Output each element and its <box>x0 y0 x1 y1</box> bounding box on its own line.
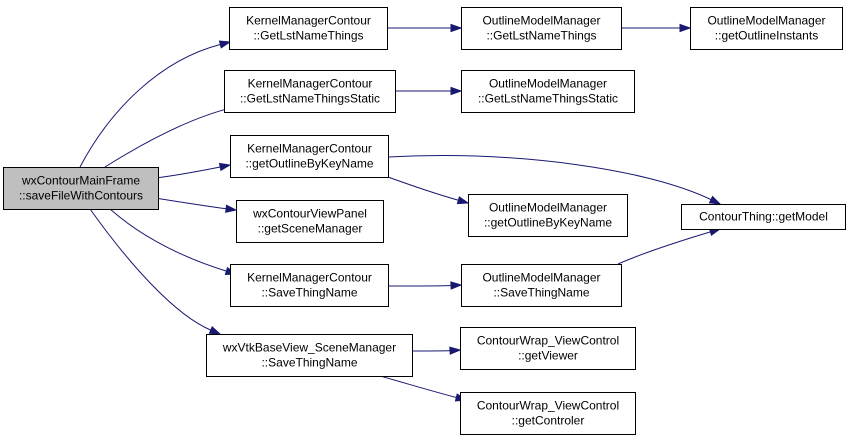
node-box <box>460 392 636 435</box>
node-label: wxContourViewPanel <box>252 207 367 221</box>
node-label: ContourWrap_ViewControl <box>477 334 619 348</box>
edge-omm_getlst-to-omm_getinst <box>621 23 692 33</box>
node-label: ContourWrap_ViewControl <box>477 399 619 413</box>
edge-line <box>79 44 221 168</box>
arrowhead <box>456 196 470 205</box>
arrowhead <box>679 23 692 33</box>
node-omm_getinst[interactable]: OutlineModelManager::getOutlineInstants <box>690 7 843 50</box>
node-box <box>230 264 389 307</box>
edge-line <box>154 197 227 210</box>
node-label: ::GetLstNameThings <box>253 29 363 43</box>
edge-root-to-kmc_getlst <box>79 40 232 168</box>
edge-root-to-wcvp_getscene <box>154 197 238 213</box>
node-ct_getmodel[interactable]: ContourThing::getModel <box>681 204 846 230</box>
arrowhead <box>450 86 463 96</box>
node-label: ContourThing::getModel <box>699 210 828 224</box>
node-cwvc_getcontroler[interactable]: ContourWrap_ViewControl::getControler <box>460 392 636 435</box>
node-label: OutlineModelManager <box>482 271 600 285</box>
edge-root-to-kmc_savething <box>109 208 238 275</box>
node-cwvc_getviewer[interactable]: ContourWrap_ViewControl::getViewer <box>460 327 636 370</box>
edge-kmc_getoutline-to-ct_getmodel <box>387 155 722 205</box>
edge-wxvtk_savething-to-cwvc_getcontroler <box>379 375 468 402</box>
node-box <box>206 334 413 377</box>
node-box <box>461 70 635 113</box>
edge-line <box>387 176 459 201</box>
edge-root-to-wxvtk_savething <box>89 208 222 335</box>
nodes-layer: wxContourMainFrame::saveFileWithContours… <box>3 7 846 435</box>
node-omm_getoutline[interactable]: OutlineModelManager::getOutlineByKeyName <box>468 194 628 237</box>
arrowhead <box>708 195 722 205</box>
edge-kmc_getoutline-to-omm_getoutline <box>387 176 470 205</box>
node-label: OutlineModelManager <box>707 14 825 28</box>
node-label: OutlineModelManager <box>482 14 600 28</box>
edge-line <box>379 375 457 398</box>
node-label: ::GetLstNameThingsStatic <box>478 92 618 106</box>
node-omm_getlststatic[interactable]: OutlineModelManager::GetLstNameThingsSta… <box>461 70 635 113</box>
node-box <box>681 204 846 230</box>
node-root[interactable]: wxContourMainFrame::saveFileWithContours <box>3 167 159 210</box>
node-box <box>461 7 622 50</box>
node-label: KernelManagerContour <box>247 142 372 156</box>
node-kmc_getoutline[interactable]: KernelManagerContour::getOutlineByKeyNam… <box>230 135 389 178</box>
node-box <box>3 167 159 210</box>
edge-line <box>104 108 229 168</box>
edge-line <box>154 166 221 179</box>
node-label: ::getOutlineByKeyName <box>245 157 373 171</box>
node-label: KernelManagerContour <box>248 77 373 91</box>
arrowhead <box>450 281 463 290</box>
node-label: OutlineModelManager <box>489 201 607 215</box>
node-box <box>236 200 384 243</box>
arrowhead <box>208 326 222 335</box>
edge-line <box>109 208 227 272</box>
edge-root-to-kmc_getlststatic <box>104 104 240 168</box>
arrowhead <box>218 40 232 49</box>
arrowhead <box>449 346 462 355</box>
node-omm_getlst[interactable]: OutlineModelManager::GetLstNameThings <box>461 7 622 50</box>
node-label: ::getOutlineByKeyName <box>484 216 612 230</box>
node-wcvp_getscene[interactable]: wxContourViewPanel::getSceneManager <box>236 200 384 243</box>
node-label: ::getSceneManager <box>258 222 363 236</box>
node-label: ::getOutlineInstants <box>715 29 818 43</box>
node-kmc_getlststatic[interactable]: KernelManagerContour::GetLstNameThingsSt… <box>224 70 396 113</box>
node-box <box>224 70 396 113</box>
node-label: ::SaveThingName <box>261 356 357 370</box>
node-label: wxVtkBaseView_SceneManager <box>222 341 396 355</box>
node-box <box>690 7 843 50</box>
node-label: ::saveFileWithContours <box>19 189 143 203</box>
node-label: ::SaveThingName <box>493 286 589 300</box>
node-omm_savething[interactable]: OutlineModelManager::SaveThingName <box>461 264 622 307</box>
node-label: ::GetLstNameThingsStatic <box>240 92 380 106</box>
node-label: ::getControler <box>512 414 585 428</box>
edge-line <box>89 208 211 331</box>
arrowhead <box>225 204 238 213</box>
edge-kmc_getlststatic-to-omm_getlststatic <box>395 86 463 96</box>
edge-kmc_getlst-to-omm_getlst <box>387 23 463 33</box>
node-kmc_getlst[interactable]: KernelManagerContour::GetLstNameThings <box>229 7 388 50</box>
node-wxvtk_savething[interactable]: wxVtkBaseView_SceneManager::SaveThingNam… <box>206 334 413 377</box>
node-label: ::getViewer <box>518 349 578 363</box>
edge-root-to-kmc_getoutline <box>154 162 232 179</box>
edge-line <box>617 231 711 265</box>
node-box <box>230 135 389 178</box>
node-label: OutlineModelManager <box>489 77 607 91</box>
node-label: KernelManagerContour <box>246 14 371 28</box>
node-box <box>229 7 388 50</box>
node-label: ::GetLstNameThings <box>486 29 596 43</box>
edge-omm_savething-to-ct_getmodel <box>617 227 722 265</box>
arrowhead <box>218 162 232 172</box>
node-box <box>468 194 628 237</box>
node-kmc_savething[interactable]: KernelManagerContour::SaveThingName <box>230 264 389 307</box>
edge-wxvtk_savething-to-cwvc_getviewer <box>411 346 462 355</box>
edge-line <box>387 284 452 287</box>
edge-kmc_savething-to-omm_savething <box>387 281 463 290</box>
node-box <box>461 264 622 307</box>
node-label: ::SaveThingName <box>261 286 357 300</box>
node-box <box>460 327 636 370</box>
arrowhead <box>450 23 463 33</box>
node-label: wxContourMainFrame <box>21 174 140 188</box>
node-label: KernelManagerContour <box>247 271 372 285</box>
edge-line <box>387 155 712 201</box>
